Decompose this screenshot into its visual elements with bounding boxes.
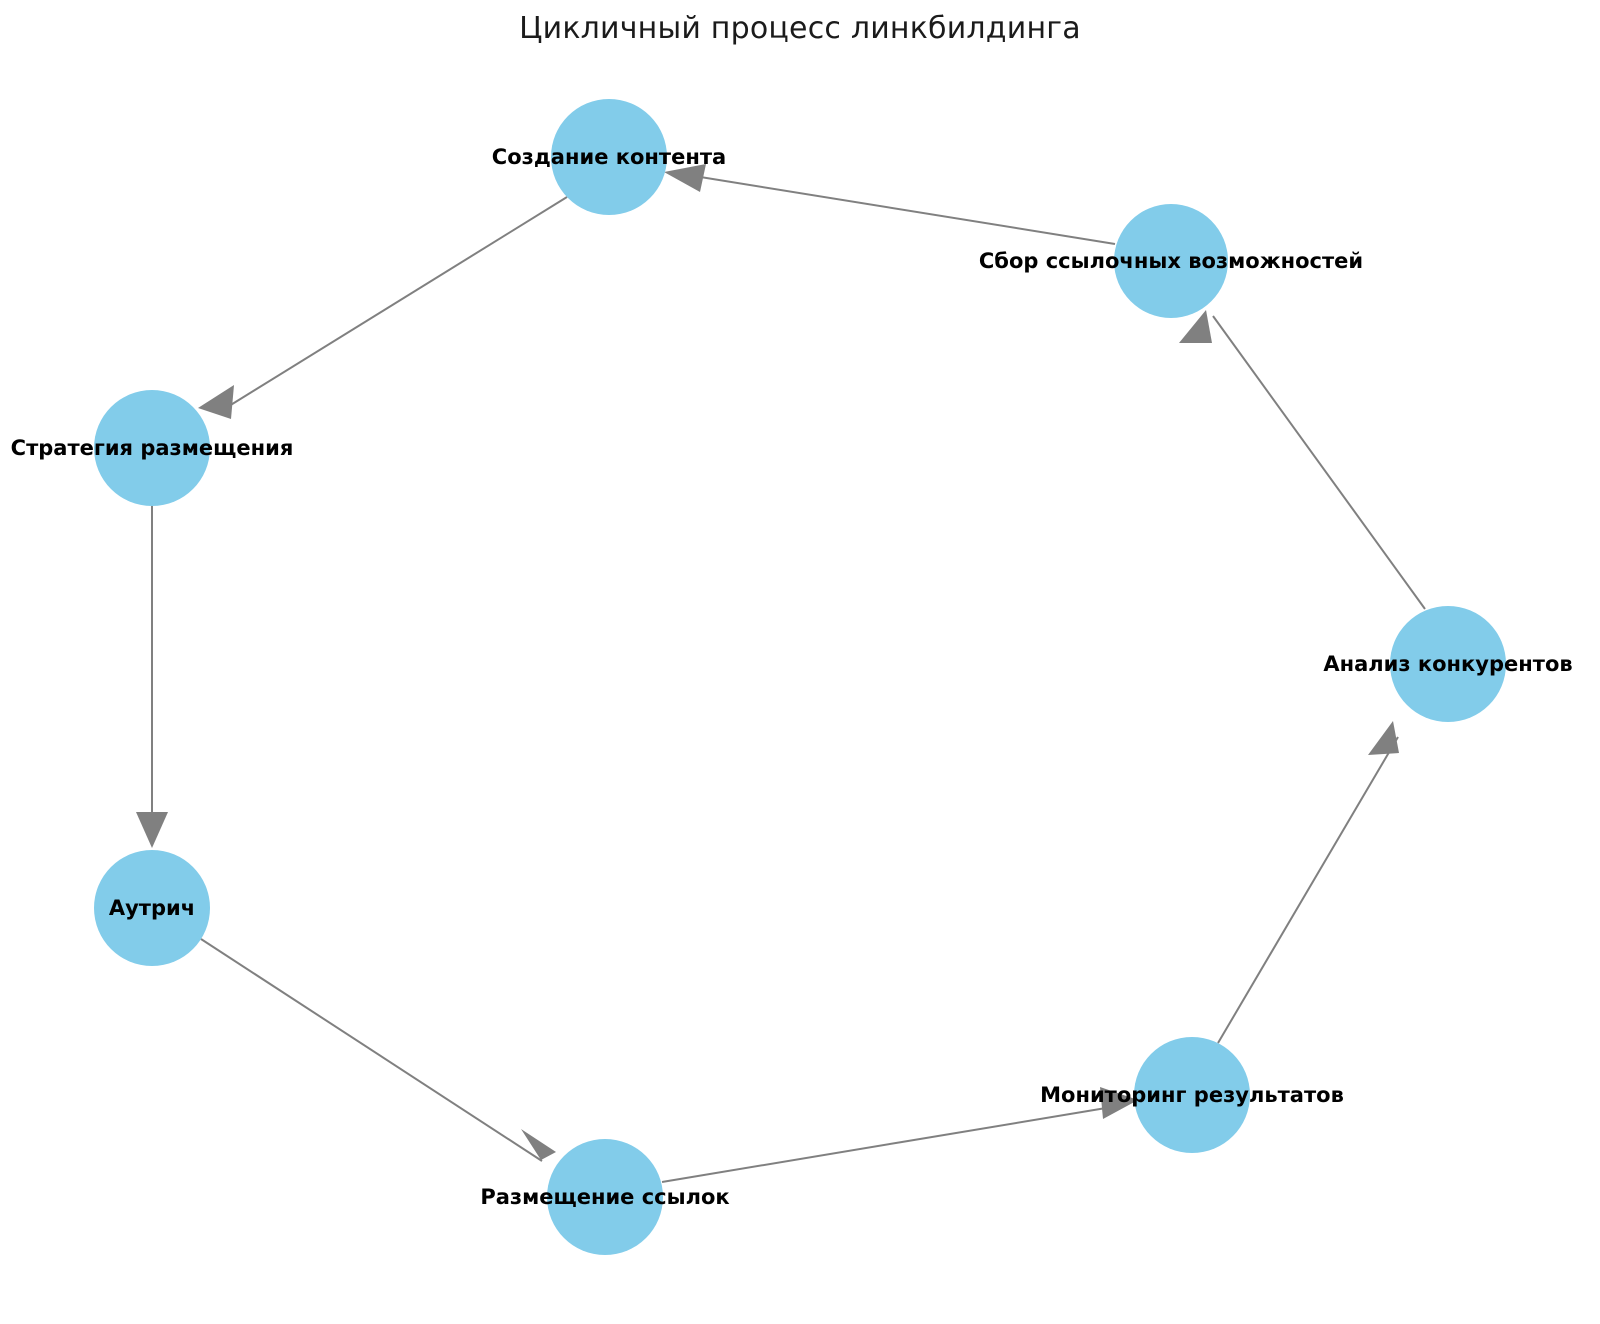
node-placement[interactable] — [547, 1139, 663, 1255]
node-outreach[interactable] — [94, 850, 210, 966]
node-monitoring[interactable] — [1134, 1037, 1250, 1153]
node-opportunity[interactable] — [1114, 204, 1228, 318]
arrowhead-into-content — [664, 164, 706, 192]
arrowhead-into-competitors — [1368, 721, 1399, 755]
edge-group — [151, 174, 1426, 1183]
arrowhead-into-monitoring — [1100, 1087, 1138, 1119]
page-title: Цикличный процесс линкбилдинга — [519, 11, 1081, 46]
edge-outreach-to-placement — [200, 938, 543, 1162]
node-content[interactable] — [551, 99, 667, 215]
edge-content-to-strategy — [220, 196, 568, 412]
edge-monitoring-to-competitors — [1217, 736, 1399, 1044]
arrowhead-into-placement — [521, 1129, 556, 1160]
node-strategy[interactable] — [94, 390, 210, 506]
node-competitors[interactable] — [1390, 606, 1506, 722]
arrowhead-into-strategy — [198, 385, 234, 419]
edge-opportunity-to-content — [687, 174, 1116, 245]
arrowhead-group — [136, 164, 1399, 1160]
edge-competitors-to-opportunity — [1212, 315, 1426, 610]
arrowhead-into-outreach — [136, 812, 168, 848]
arrowhead-into-opportunity — [1179, 310, 1212, 343]
edge-placement-to-monitoring — [661, 1105, 1119, 1183]
node-group — [94, 99, 1506, 1255]
